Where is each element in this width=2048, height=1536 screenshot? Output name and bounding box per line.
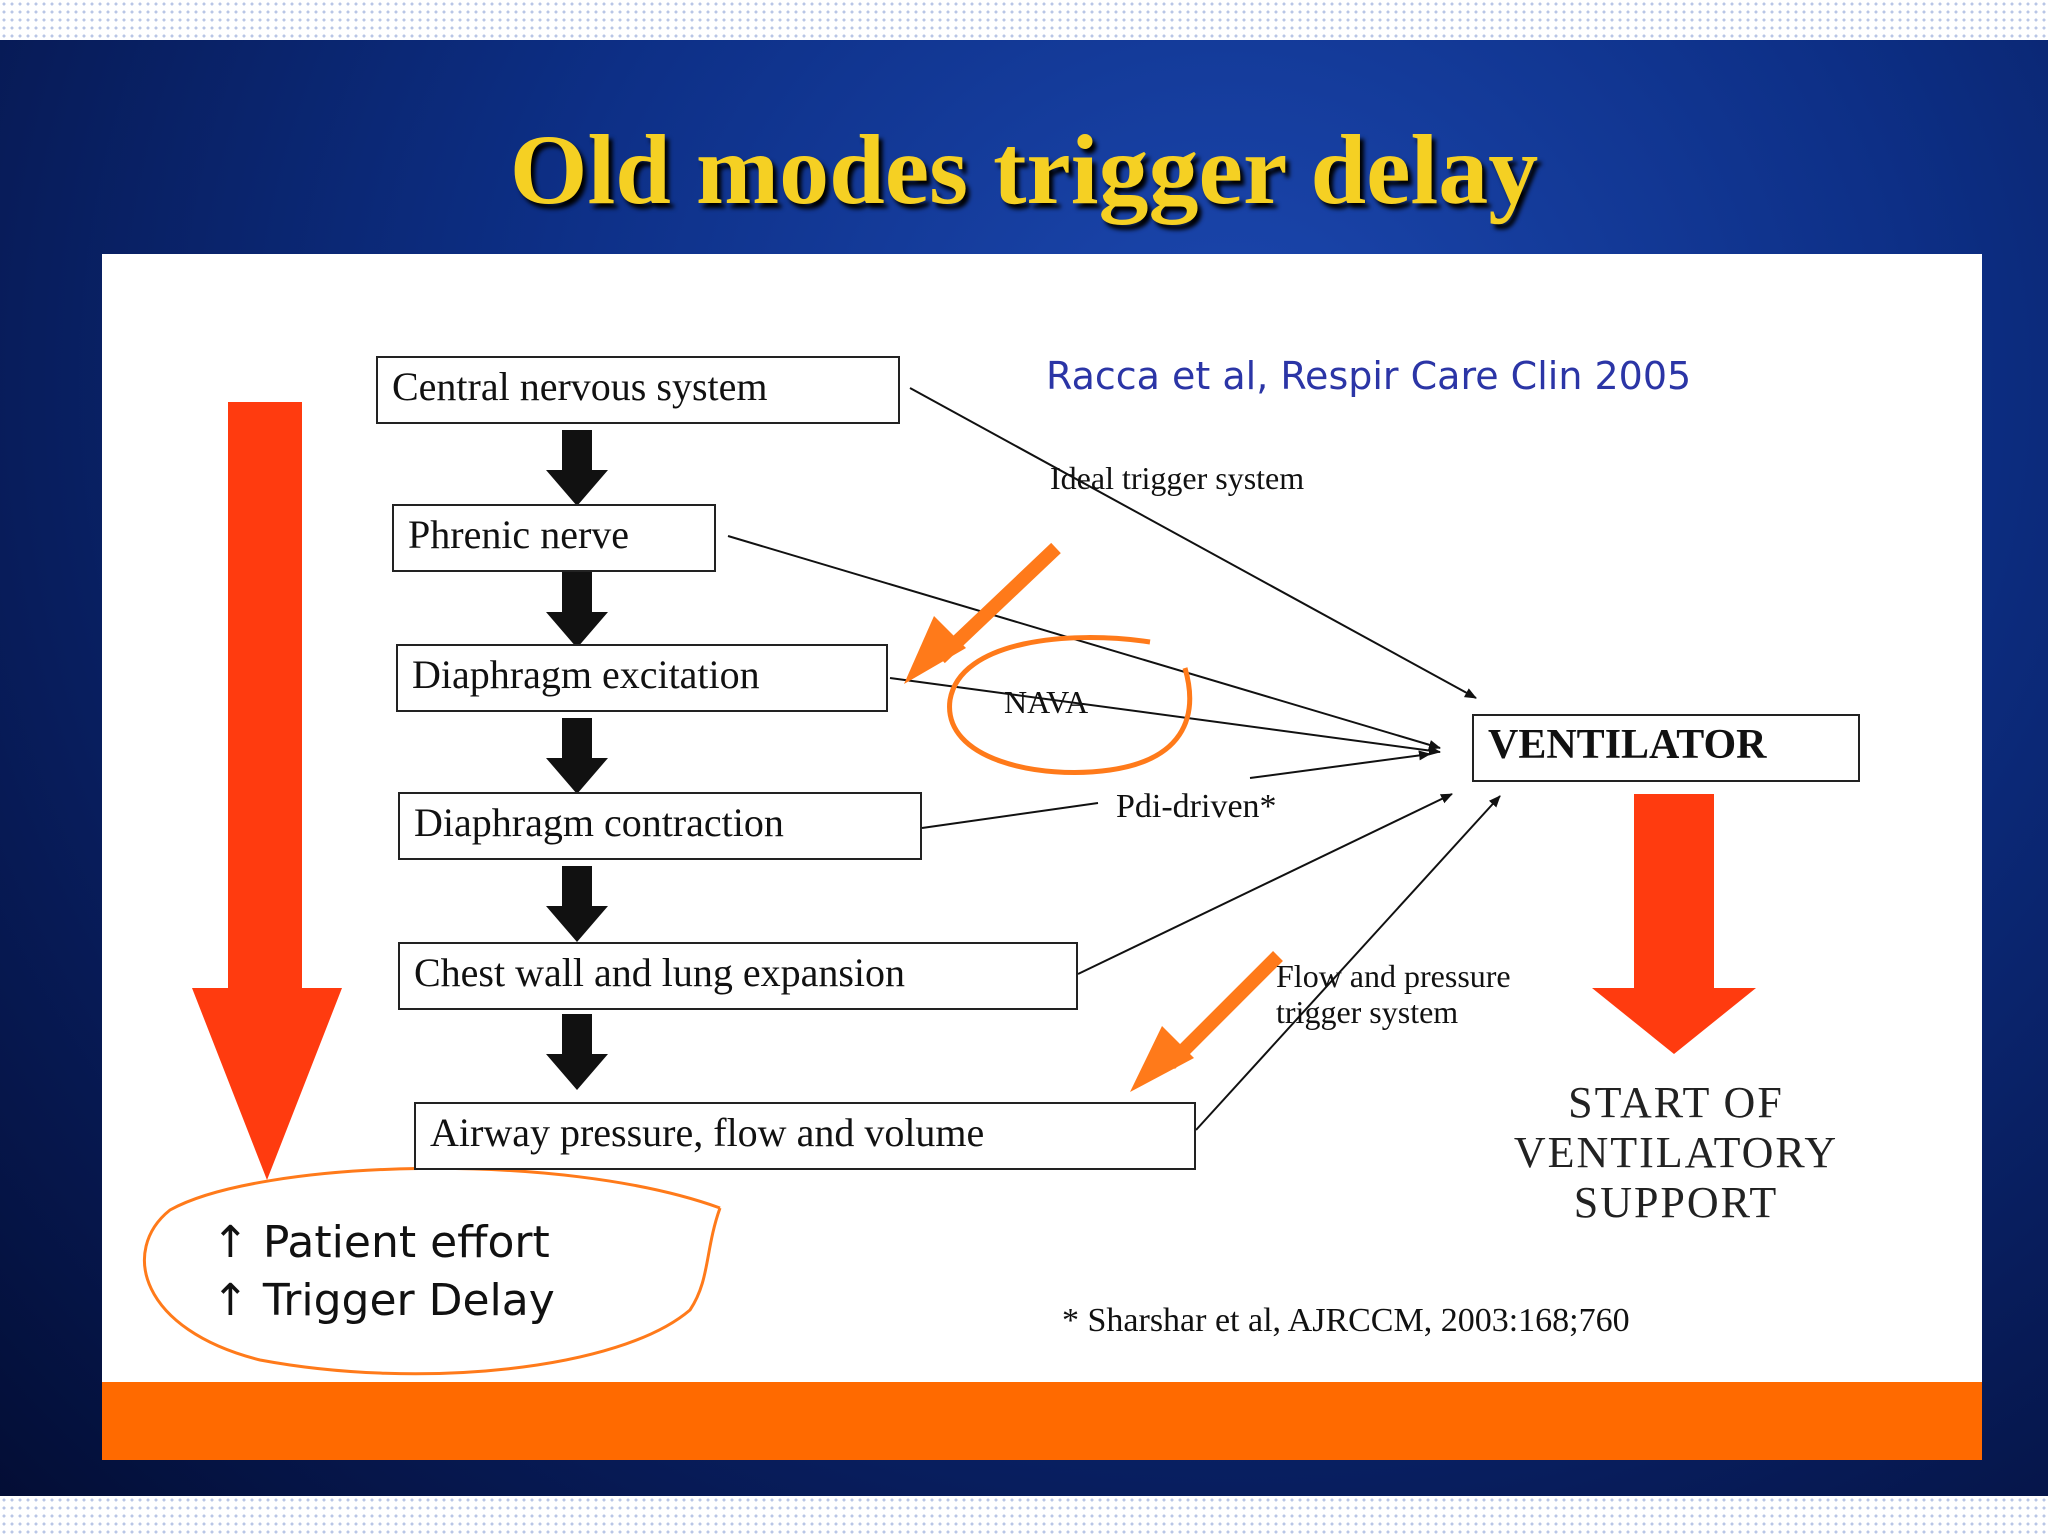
label-pdi-driven: Pdi-driven*: [1116, 788, 1277, 825]
up-arrow-icon: ↑: [212, 1217, 249, 1268]
slide-title: Old modes trigger delay: [509, 114, 1539, 225]
box-airway-pressure-flow-volume: Airway pressure, flow and volume: [414, 1102, 1196, 1170]
bottom-dotted-border: [0, 1496, 2048, 1536]
label-flow-pressure-2: trigger system: [1276, 994, 1459, 1030]
box-phrenic-nerve: Phrenic nerve: [392, 504, 716, 572]
handnote: ↑ Patient effort ↑ Trigger Delay: [212, 1214, 555, 1330]
trigger-lines: [727, 387, 1501, 1131]
big-left-arrow: [192, 402, 342, 1180]
chain-arrows: [546, 430, 608, 1090]
top-dotted-border: [0, 0, 2048, 40]
handnote-loop: [143, 1166, 722, 1376]
up-arrow-icon: ↑: [212, 1275, 249, 1326]
box-central-nervous-system: Central nervous system: [376, 356, 900, 424]
handnote-text-1: Patient effort: [262, 1217, 550, 1268]
handnote-text-2: Trigger Delay: [262, 1275, 555, 1326]
start-line-3: SUPPORT: [1573, 1178, 1779, 1227]
big-right-arrow: [1592, 794, 1756, 1054]
orange-annotation-arrows: [904, 542, 1283, 1092]
panel-bottom-bar: [102, 1382, 1982, 1460]
label-ideal-trigger: Ideal trigger system: [1050, 460, 1305, 496]
citation-racca: Racca et al, Respir Care Clin 2005: [1046, 354, 1692, 398]
nava-circle: [947, 635, 1193, 775]
box-ventilator: VENTILATOR: [1472, 714, 1860, 782]
label-flow-pressure-1: Flow and pressure: [1276, 958, 1511, 994]
box-diaphragm-contraction: Diaphragm contraction: [398, 792, 922, 860]
handnote-line-1: ↑ Patient effort: [212, 1214, 555, 1272]
box-diaphragm-excitation: Diaphragm excitation: [396, 644, 888, 712]
footnote-sharshar: * Sharshar et al, AJRCCM, 2003:168;760: [1062, 1302, 1630, 1339]
start-of-support: START OF VENTILATORY SUPPORT: [1470, 1078, 1882, 1228]
start-line-2: VENTILATORY: [1513, 1128, 1839, 1177]
box-chest-wall-lung-expansion: Chest wall and lung expansion: [398, 942, 1078, 1010]
label-nava: NAVA: [1004, 684, 1089, 720]
start-line-1: START OF: [1568, 1078, 1784, 1127]
handnote-line-2: ↑ Trigger Delay: [212, 1272, 555, 1330]
